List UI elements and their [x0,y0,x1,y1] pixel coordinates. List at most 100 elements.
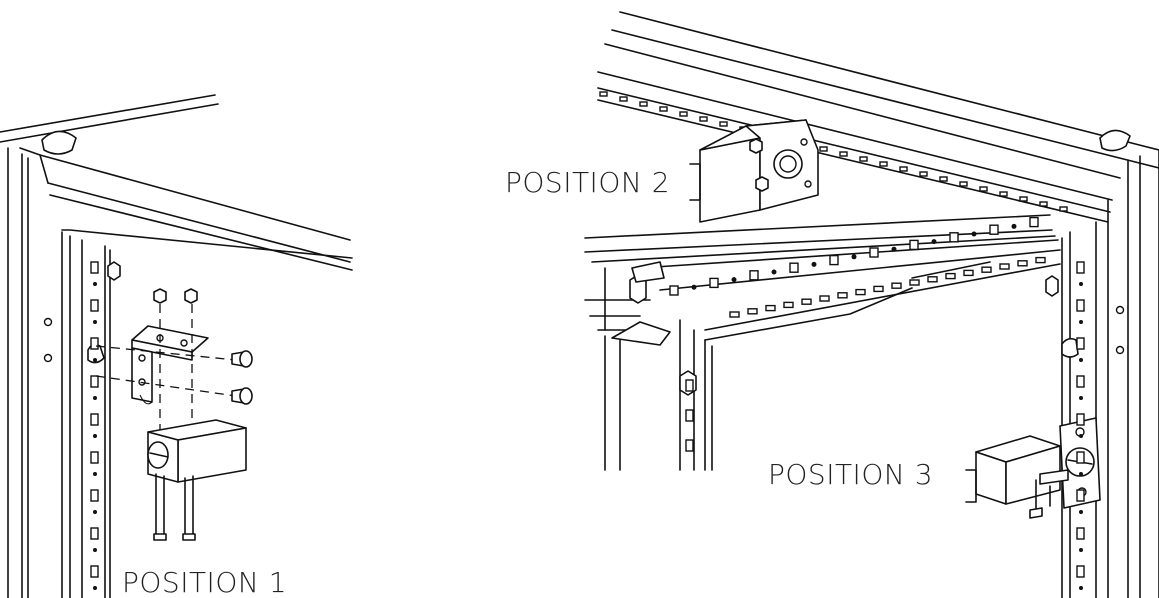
square-hole [90,337,99,350]
round-hole [1079,586,1083,590]
square-hole [1029,216,1039,228]
square-hole [90,413,99,426]
square-hole [949,232,959,243]
square-hole [729,311,740,318]
square-hole [1076,375,1085,388]
square-hole [1076,337,1085,350]
square-hole [919,171,928,177]
square-hole [945,272,956,280]
square-hole [685,409,694,422]
square-hole [963,269,974,277]
round-hole [93,510,97,514]
square-hole [927,276,938,283]
square-hole [1076,413,1085,426]
square-hole [939,176,948,182]
square-hole [685,379,694,392]
square-hole [789,262,799,273]
round-hole [1079,282,1083,286]
square-hole [747,308,758,315]
square-hole [1076,527,1085,540]
square-hole [979,186,988,192]
round-hole [93,396,97,400]
square-hole [891,282,902,289]
square-hole [709,277,719,289]
label-position-1: POSITION 1 [122,566,287,598]
rack-frame-right [584,11,1159,598]
post-square-holes-right [1076,261,1085,590]
square-hole [90,565,99,578]
square-hole [749,270,759,281]
square-hole [999,263,1010,270]
square-hole [1019,196,1028,202]
round-hole [1079,358,1083,362]
beam-holes-right [599,91,1068,318]
round-hole [1079,548,1083,552]
post-square-holes-left [90,261,99,590]
square-hole [90,261,99,274]
round-hole [731,277,737,283]
square-hole [90,451,99,464]
round-hole [93,548,97,552]
square-hole [1076,299,1085,312]
round-hole [931,239,937,245]
square-hole [873,285,884,293]
round-hole [93,320,97,324]
square-hole [90,299,99,312]
post-square-holes-back [685,379,694,452]
square-hole [599,91,608,97]
mounting-bracket-position-2 [689,119,819,223]
square-hole [839,151,848,157]
square-hole [1076,261,1085,274]
round-hole [93,434,97,438]
square-hole [765,304,776,312]
square-hole [819,295,830,302]
square-hole [859,156,868,162]
square-hole [855,288,866,296]
square-hole [989,224,999,235]
label-position-2: POSITION 2 [505,166,670,199]
square-hole [1076,565,1085,578]
square-hole [1039,201,1048,207]
square-hole [685,439,694,452]
round-hole [1011,223,1017,229]
round-hole [1079,320,1083,324]
square-hole [801,298,812,305]
square-hole [90,489,99,502]
square-hole [1076,451,1085,464]
square-hole [1059,206,1068,212]
round-hole [1079,434,1083,438]
round-hole [971,231,977,237]
square-hole [981,266,992,273]
round-hole [691,284,697,290]
square-hole [869,247,879,258]
square-hole [719,121,728,127]
round-hole [93,472,97,476]
rack-frame-left [0,94,353,598]
square-hole [909,239,919,251]
square-hole [699,116,708,122]
square-hole [90,375,99,388]
mounting-bracket-position-3 [965,417,1101,519]
square-hole [639,101,648,107]
round-hole [1079,510,1083,514]
label-position-3: POSITION 3 [768,458,933,491]
square-hole [659,106,668,112]
top-nuts [153,288,198,304]
square-hole [1035,256,1046,264]
round-hole [93,358,97,362]
mounting-bracket-position-1 [131,325,209,405]
round-hole [891,246,897,252]
round-hole [851,254,857,260]
round-hole [93,586,97,590]
round-hole [1079,472,1083,476]
square-hole [669,285,679,296]
square-hole [837,292,848,299]
square-hole [819,146,828,152]
square-hole [1017,260,1028,267]
round-hole [771,269,777,275]
square-hole [90,527,99,540]
round-hole [93,282,97,286]
square-hole [879,161,888,167]
square-hole [829,254,839,266]
